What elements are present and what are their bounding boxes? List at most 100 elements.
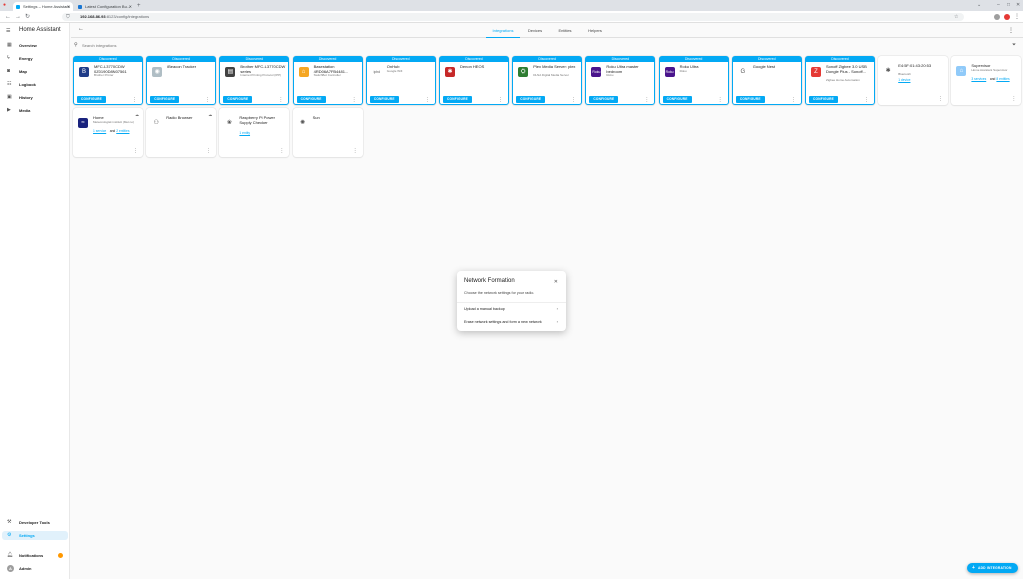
card-overflow-icon[interactable]: ⋮: [644, 97, 650, 103]
card-overflow-icon[interactable]: ⋮: [717, 97, 723, 103]
filter-icon[interactable]: ⏷: [1011, 42, 1016, 48]
new-tab-plus-icon[interactable]: +: [137, 3, 141, 9]
maximize-icon[interactable]: □: [1007, 2, 1011, 8]
sidebar-item-logbook[interactable]: ☷ Logbook: [7, 81, 36, 87]
card-overflow-icon[interactable]: ⋮: [1011, 96, 1017, 102]
browser-tab-settings[interactable]: Settings – Home Assistant ✕: [13, 2, 73, 11]
close-tab-icon[interactable]: ✕: [128, 4, 132, 9]
profile-icon[interactable]: [1004, 13, 1010, 20]
forward-arrow-icon[interactable]: →: [15, 14, 21, 20]
star-icon[interactable]: ☆: [954, 14, 959, 20]
reload-icon[interactable]: ↻: [25, 14, 31, 20]
sidebar-item-overview[interactable]: ▦ Overview: [7, 42, 37, 48]
tab-entities[interactable]: Entities: [558, 28, 572, 33]
close-window-icon[interactable]: ✕: [1016, 2, 1021, 8]
browser-tab-backup[interactable]: Latest Configuration Bu... ✕: [75, 2, 135, 11]
card-overflow-icon[interactable]: ⋮: [498, 97, 503, 103]
integration-card[interactable]: Discovered⌂Basestation 4RD06A7FB4481...S…: [292, 56, 363, 105]
tab-devices[interactable]: Devices: [527, 28, 543, 33]
card-overflow-icon[interactable]: ⋮: [424, 97, 430, 103]
sidebar-item-notifications[interactable]: 🔔︎ Notifications: [2, 551, 68, 560]
roku-logo-icon: Roku: [591, 67, 602, 77]
configure-button[interactable]: CONFIGURE: [296, 96, 326, 103]
sidebar-item-developer-tools[interactable]: ⚒ Developer Tools: [7, 519, 50, 525]
sidebar-item-energy[interactable]: ϟ Energy: [7, 55, 33, 61]
integration-subtitle: Google Wifi: [386, 68, 403, 73]
card-overflow-icon[interactable]: ⋮: [864, 97, 869, 103]
configure-button[interactable]: CONFIGURE: [77, 96, 106, 103]
configure-button[interactable]: CONFIGURE: [443, 96, 472, 103]
sidebar-item-history[interactable]: ▣ History: [7, 94, 33, 100]
chevron-down-icon[interactable]: ⌄: [977, 2, 982, 8]
tab-integrations[interactable]: Integrations: [486, 23, 520, 38]
configure-button[interactable]: CONFIGURE: [735, 96, 765, 103]
avatar-icon: A: [7, 565, 14, 572]
configure-button[interactable]: CONFIGURE: [589, 96, 619, 103]
configure-button[interactable]: CONFIGURE: [223, 96, 253, 103]
back-arrow-icon[interactable]: ←: [5, 14, 11, 20]
integration-card[interactable]: ✺Sun⋮: [292, 108, 363, 157]
integration-card[interactable]: ⚇Radio Browser⋮☁: [146, 108, 217, 157]
sidebar-item-map[interactable]: ◙ Map: [7, 68, 27, 74]
search-input[interactable]: [82, 41, 682, 50]
card-overflow-icon[interactable]: ⋮: [571, 97, 577, 103]
overflow-menu-icon[interactable]: ⋮: [1008, 28, 1014, 34]
sidebar-item-media[interactable]: ▶ Media: [7, 107, 31, 113]
minimize-icon[interactable]: –: [997, 2, 1000, 8]
configure-button[interactable]: CONFIGURE: [809, 96, 838, 103]
card-overflow-icon[interactable]: ⋮: [938, 96, 944, 102]
browser-menu-icon[interactable]: ●: [3, 2, 7, 8]
entities-link[interactable]: 2 entities: [116, 128, 130, 133]
card-overflow-icon[interactable]: ⋮: [279, 148, 285, 154]
devices-link[interactable]: 1 entity: [239, 130, 251, 135]
url-field[interactable]: 192.168.86.93:8123/config/integrations: [62, 13, 964, 21]
shield-icon[interactable]: ⛉: [66, 14, 70, 20]
close-icon[interactable]: ✕: [553, 279, 558, 285]
close-tab-icon[interactable]: ✕: [66, 4, 70, 9]
card-overflow-icon[interactable]: ⋮: [790, 97, 796, 103]
entities-link[interactable]: 8 entities: [996, 76, 1010, 81]
menu-icon[interactable]: ☰: [6, 28, 11, 34]
zha-logo-icon: Z: [811, 67, 821, 77]
back-arrow-icon[interactable]: ←: [78, 26, 84, 32]
sidebar-item-settings[interactable]: ⚙ Settings: [2, 531, 68, 540]
configure-button[interactable]: CONFIGURE: [516, 96, 546, 103]
configure-button[interactable]: CONFIGURE: [150, 96, 180, 103]
configure-button[interactable]: CONFIGURE: [369, 96, 399, 103]
devices-link[interactable]: 3 services: [971, 76, 987, 81]
card-overflow-icon[interactable]: ⋮: [351, 97, 357, 103]
card-overflow-icon[interactable]: ⋮: [278, 97, 284, 103]
chevron-right-icon: ›: [556, 319, 558, 324]
integration-name: Roku Ultra: [679, 64, 699, 69]
card-overflow-icon[interactable]: ⋮: [132, 97, 137, 103]
erase-and-form-network-option[interactable]: Erase network settings and form a new ne…: [457, 316, 566, 328]
tab-helpers[interactable]: Helpers: [588, 28, 602, 33]
devices-link[interactable]: 1 service: [93, 128, 107, 133]
card-overflow-icon[interactable]: ⋮: [205, 97, 211, 103]
discovered-banner: Discovered: [293, 57, 362, 62]
devices-link[interactable]: 1 device: [898, 77, 911, 82]
card-overflow-icon[interactable]: ⋮: [352, 148, 358, 154]
card-overflow-icon[interactable]: ⋮: [206, 148, 212, 154]
extension-icon[interactable]: [994, 13, 1000, 20]
card-overflow-icon[interactable]: ⋮: [133, 148, 138, 154]
configure-button[interactable]: CONFIGURE: [662, 96, 692, 103]
add-integration-button[interactable]: + ADD INTEGRATION: [967, 563, 1018, 573]
sidebar-item-admin[interactable]: A Admin: [2, 564, 68, 573]
upload-manual-backup-option[interactable]: Upload a manual backup ›: [457, 303, 566, 315]
browser-kebab-icon[interactable]: ⋮: [1014, 14, 1020, 20]
